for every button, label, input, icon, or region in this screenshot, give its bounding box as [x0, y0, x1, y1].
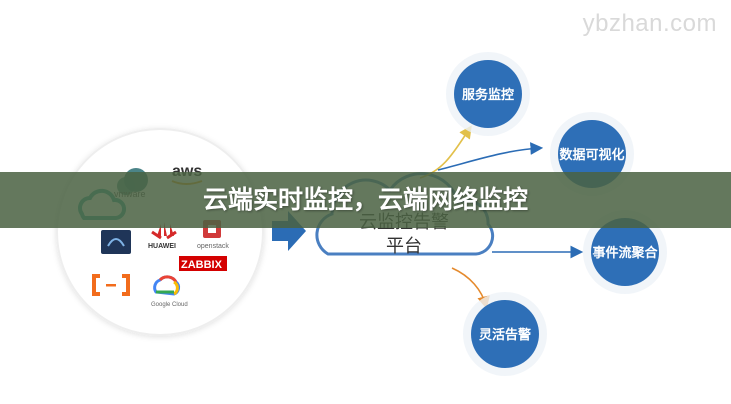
- center-label-line2: 平台: [386, 236, 422, 257]
- huawei-logo: HUAWEI: [148, 222, 177, 250]
- banner-title: 云端实时监控，云端网络监控: [202, 185, 528, 214]
- zabbix-logo: ZABBIX: [179, 256, 227, 271]
- node-flexible-alerting: 灵活告警: [463, 292, 547, 376]
- arrow-to-service: [419, 125, 472, 179]
- svg-text:ZABBIX: ZABBIX: [181, 259, 223, 271]
- watermark: ybzhan.com: [582, 10, 717, 37]
- node-service-monitoring: 服务监控: [446, 52, 530, 136]
- svg-text:HUAWEI: HUAWEI: [148, 243, 176, 250]
- alibaba-cloud-logo: [92, 274, 130, 296]
- title-banner: [0, 172, 731, 228]
- svg-text:openstack: openstack: [197, 243, 229, 250]
- google-cloud-logo: Google Cloud: [151, 275, 188, 308]
- svg-text:数据可视化: 数据可视化: [559, 147, 624, 163]
- azure-stack-logo: [101, 230, 131, 254]
- svg-text:事件流聚合: 事件流聚合: [592, 245, 658, 261]
- node-event-aggregation: 事件流聚合: [583, 210, 667, 294]
- svg-text:Google Cloud: Google Cloud: [151, 302, 188, 308]
- svg-text:服务监控: 服务监控: [462, 87, 514, 103]
- svg-text:灵活告警: 灵活告警: [479, 327, 531, 343]
- arrow-to-visual: [437, 142, 544, 171]
